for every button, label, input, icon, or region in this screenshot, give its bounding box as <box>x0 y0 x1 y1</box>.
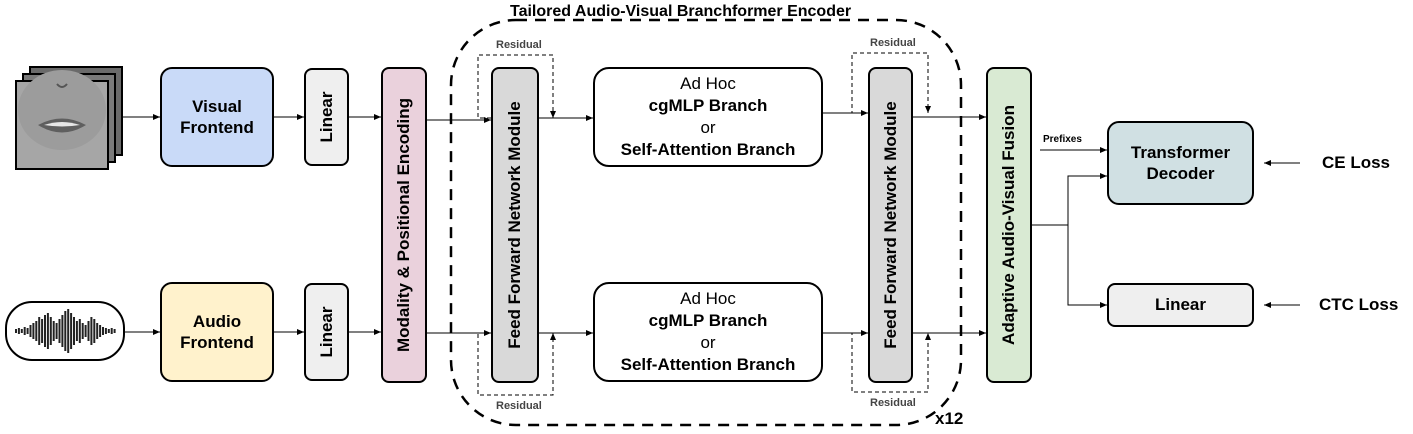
visual-linear-label: Linear <box>316 91 336 143</box>
residual-label-bottom-left: Residual <box>496 400 542 412</box>
branch-block-audio: Ad Hoc cgMLP Branch or Self-Attention Br… <box>593 282 823 382</box>
adaptive-fusion-block: Adaptive Audio-Visual Fusion <box>986 67 1032 383</box>
repeat-label: x12 <box>935 409 964 428</box>
residual-label-bottom-right: Residual <box>870 397 916 409</box>
branch-line-or: or <box>700 118 716 137</box>
ctc-loss-label: CTC Loss <box>1319 295 1399 314</box>
audio-linear-block: Linear <box>304 283 349 381</box>
branch-line-or: or <box>700 333 716 352</box>
branch-block-visual: Ad Hoc cgMLP Branch or Self-Attention Br… <box>593 67 823 167</box>
audio-waveform-image <box>5 301 125 361</box>
transformer-decoder-block: Transformer Decoder <box>1107 121 1254 205</box>
ffn-module-left: Feed Forward Network Module <box>491 67 539 383</box>
arrow-fusion-to-ctc-linear <box>1067 225 1107 308</box>
branch-line-cgmlp: cgMLP Branch <box>648 311 768 330</box>
residual-loop-top-left <box>477 54 556 119</box>
branch-line-adhoc: Ad Hoc <box>680 74 736 93</box>
modality-positional-encoding-label: Modality & Positional Encoding <box>394 97 413 353</box>
visual-linear-block: Linear <box>304 68 349 166</box>
ffn-module-left-label: Feed Forward Network Module <box>505 101 524 349</box>
modality-positional-encoding-block: Modality & Positional Encoding <box>381 67 427 383</box>
residual-label-top-right: Residual <box>870 37 916 49</box>
ffn-module-right: Feed Forward Network Module <box>868 67 913 383</box>
arrow-fusion-to-decoder <box>1032 173 1107 226</box>
branch-line-self-attention: Self-Attention Branch <box>620 140 796 159</box>
visual-frontend-block: Visual Frontend <box>160 67 274 167</box>
video-frames-image <box>15 66 123 170</box>
ffn-module-right-label: Feed Forward Network Module <box>880 101 900 349</box>
residual-label-top-left: Residual <box>496 39 542 51</box>
encoder-boundary <box>449 18 963 427</box>
prefixes-label: Prefixes <box>1043 134 1082 145</box>
audio-linear-label: Linear <box>316 306 336 358</box>
branch-line-cgmlp: cgMLP Branch <box>648 96 768 115</box>
branch-line-adhoc: Ad Hoc <box>680 289 736 308</box>
encoder-title: Tailored Audio-Visual Branchformer Encod… <box>510 3 852 20</box>
branch-line-self-attention: Self-Attention Branch <box>620 355 796 374</box>
adaptive-fusion-label: Adaptive Audio-Visual Fusion <box>999 105 1018 345</box>
audio-frontend-block: Audio Frontend <box>160 282 274 382</box>
ctc-linear-block: Linear <box>1107 283 1254 327</box>
ce-loss-label: CE Loss <box>1322 153 1391 172</box>
